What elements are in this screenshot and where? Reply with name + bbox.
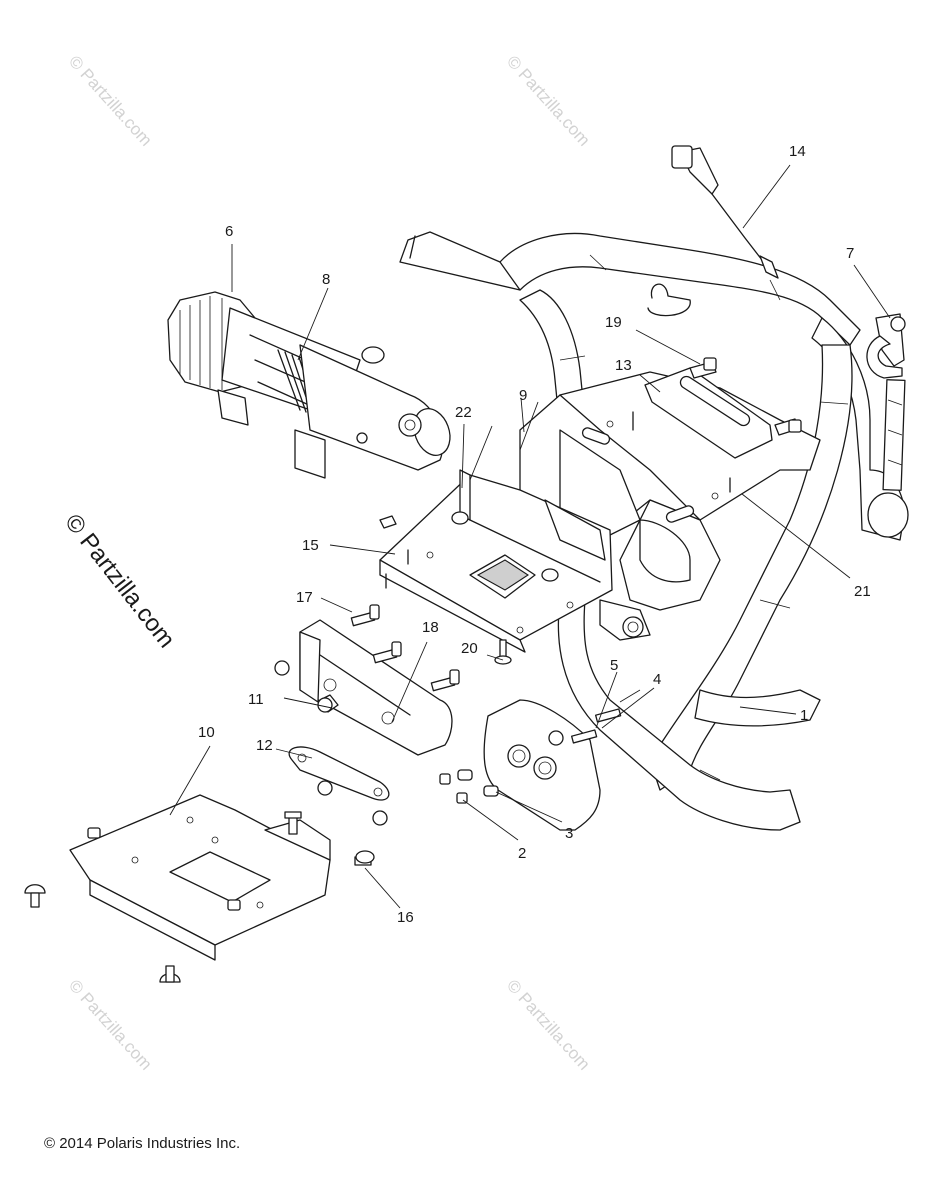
callout-17: 17 — [296, 589, 313, 606]
hardware — [24, 604, 622, 983]
watermark-bottom-right: © Partzilla.com — [503, 976, 594, 1074]
callout-7: 7 — [846, 245, 854, 262]
callout-21: 21 — [854, 583, 871, 600]
lower-bracket — [299, 619, 453, 756]
fairlead-mount-plate — [483, 699, 601, 831]
watermark-side: © Partzilla.com — [59, 509, 180, 653]
callout-5: 5 — [610, 657, 618, 674]
copyright-notice: © 2014 Polaris Industries Inc. — [44, 1135, 241, 1152]
callout-3: 3 — [565, 825, 573, 842]
leader-lines — [169, 164, 891, 909]
link-plate — [288, 746, 390, 801]
winch-mount-plate — [379, 469, 613, 653]
callout-18: 18 — [422, 619, 439, 636]
callout-2: 2 — [518, 845, 526, 862]
callout-13: 13 — [615, 357, 632, 374]
watermark-bottom-left: © Partzilla.com — [65, 976, 156, 1074]
callout-10: 10 — [198, 724, 215, 741]
callout-16: 16 — [397, 909, 414, 926]
callout-14: 14 — [789, 143, 806, 160]
skid-plate — [69, 794, 331, 961]
callout-19: 19 — [605, 314, 622, 331]
callout-1: 1 — [800, 707, 808, 724]
callout-22: 22 — [455, 404, 472, 421]
callout-9: 9 — [519, 387, 527, 404]
winch-assembly — [167, 291, 451, 479]
winch-hook — [866, 313, 906, 491]
callout-15: 15 — [302, 537, 319, 554]
callouts: 1 2 3 4 5 6 7 8 9 10 11 12 13 14 15 16 1… — [198, 143, 871, 926]
watermark-top-left: © Partzilla.com — [65, 52, 156, 150]
callout-11: 11 — [248, 691, 264, 708]
watermark-top-right: © Partzilla.com — [503, 52, 594, 150]
fairlead-bolts — [689, 357, 802, 436]
callout-12: 12 — [256, 737, 273, 754]
callout-4: 4 — [653, 671, 661, 688]
callout-6: 6 — [225, 223, 233, 240]
winch-switch-harness — [671, 145, 779, 279]
callout-8: 8 — [322, 271, 330, 288]
callout-20: 20 — [461, 640, 478, 657]
